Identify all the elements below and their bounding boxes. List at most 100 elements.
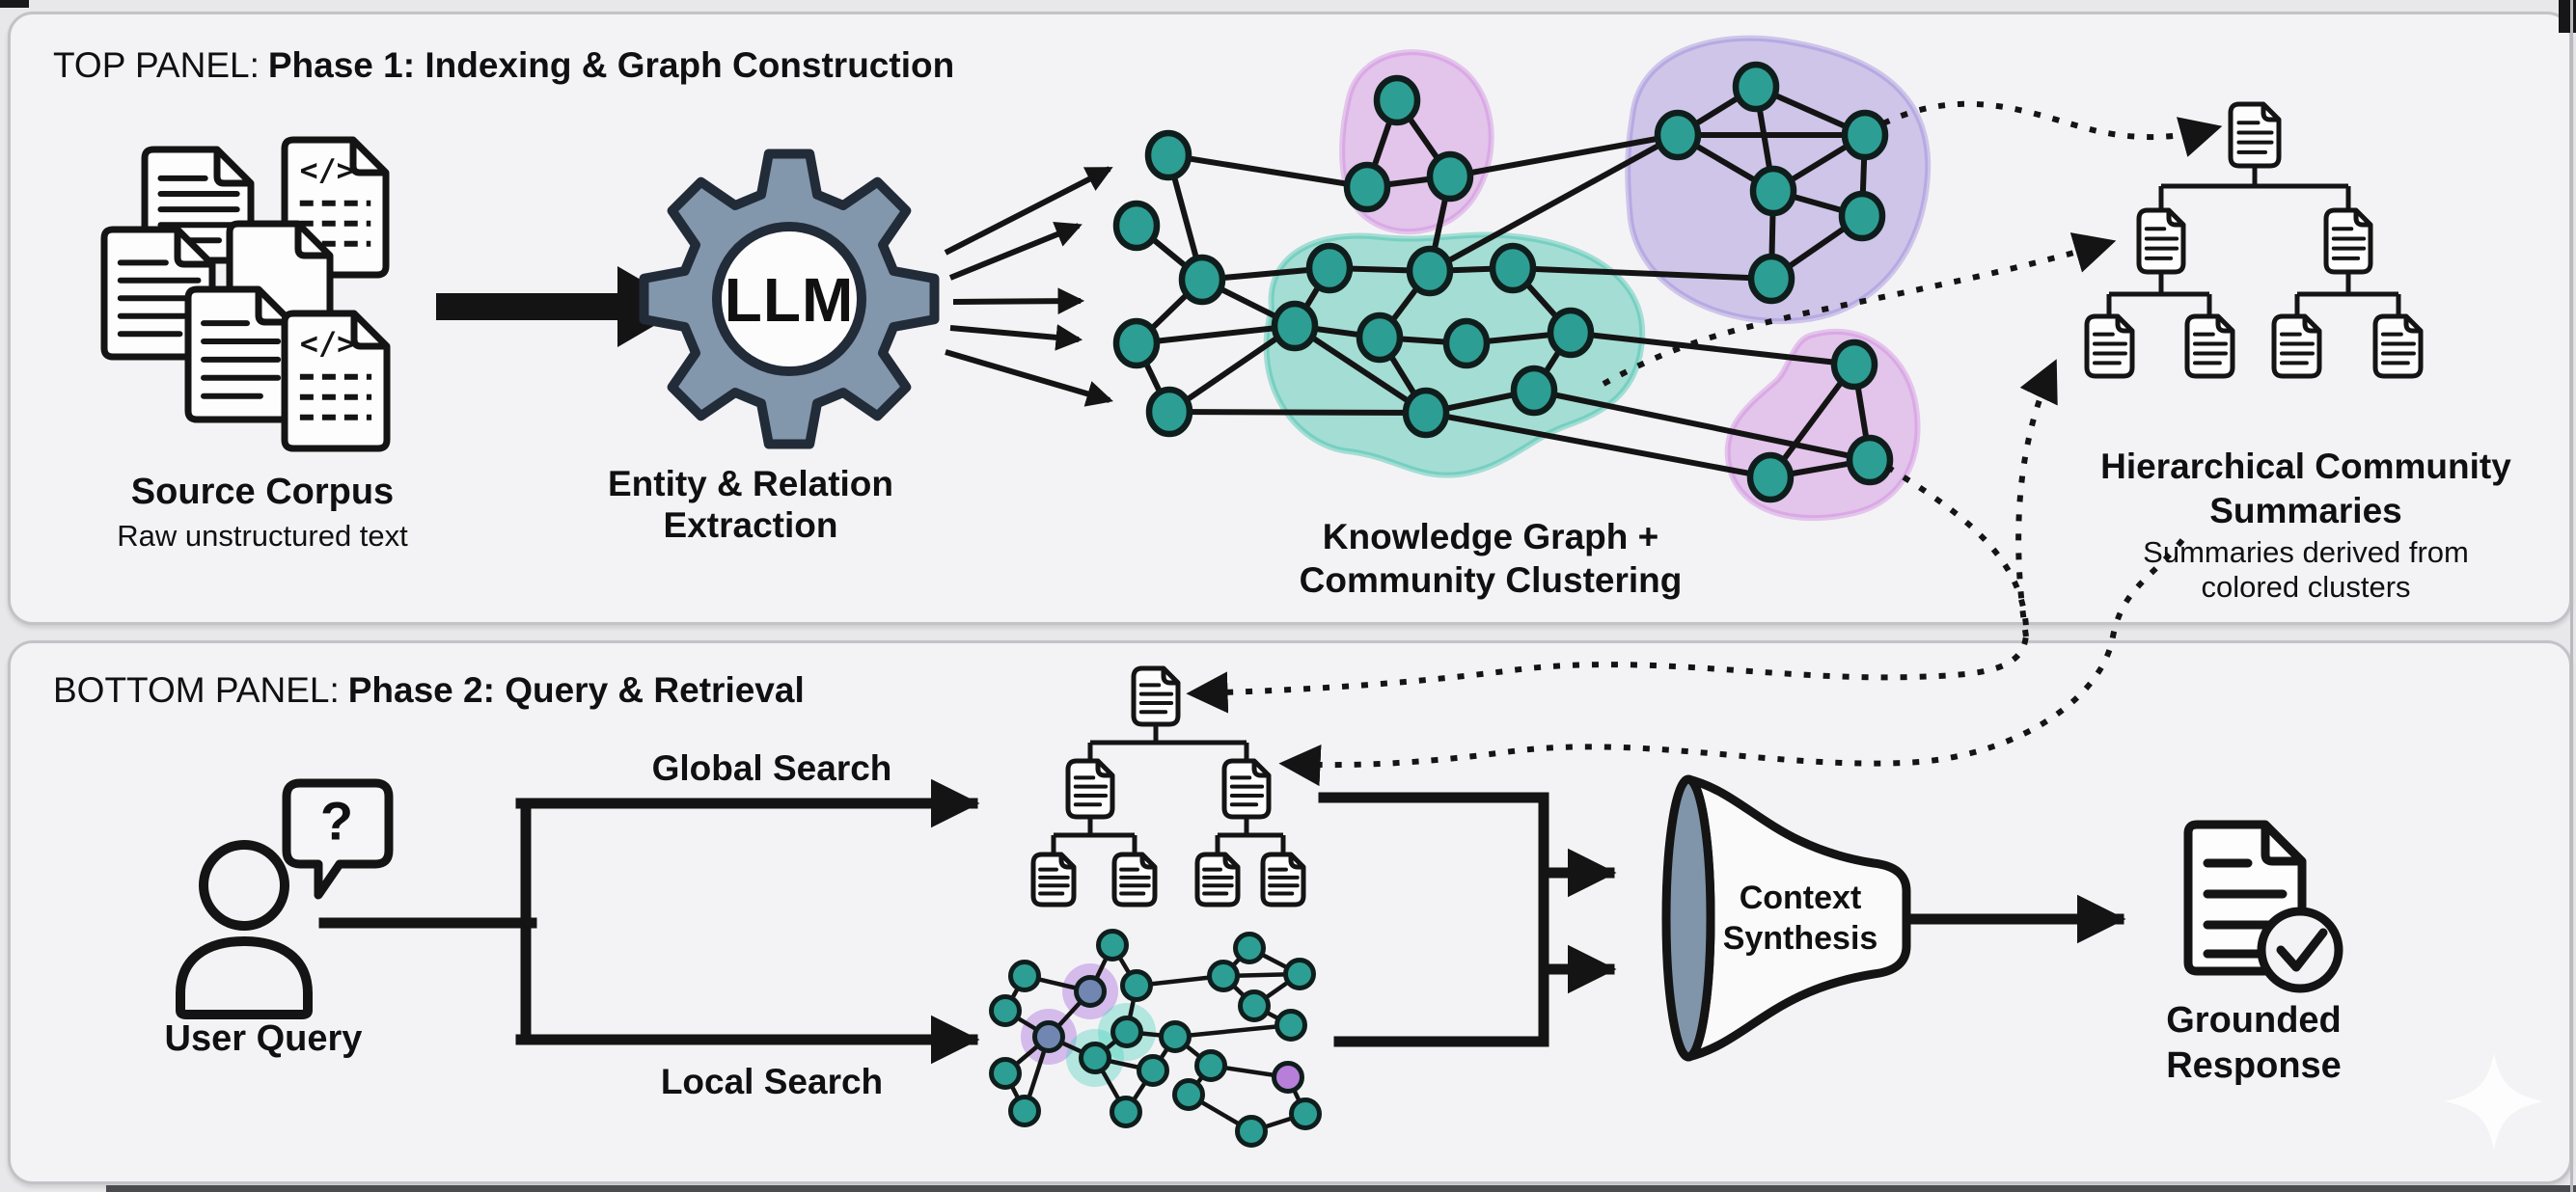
graph-node	[1110, 1016, 1143, 1048]
graph-node	[1137, 1054, 1169, 1087]
hierarchical-summaries-icon	[2084, 101, 2424, 379]
hierarchical-summaries-sub-1: Summaries derived from	[2143, 535, 2469, 569]
document-icon	[1194, 852, 1241, 908]
document-icon	[184, 285, 295, 423]
graph-node	[1008, 960, 1041, 992]
document-icon	[1030, 852, 1077, 908]
right-edge-strip	[2570, 0, 2573, 1192]
graph-node	[1746, 451, 1795, 503]
graph-node	[1207, 960, 1240, 992]
hierarchical-summaries-label-2: Summaries	[2209, 491, 2402, 530]
top-panel-title: TOP PANEL:Phase 1: Indexing & Graph Cons…	[53, 45, 955, 85]
graph-node	[1747, 253, 1795, 305]
graph-node	[1442, 317, 1491, 369]
graph-node	[1145, 386, 1193, 438]
graph-node	[1426, 150, 1474, 203]
question-mark: ?	[319, 790, 354, 852]
graph-node	[1238, 989, 1271, 1022]
document-icon	[2184, 313, 2235, 379]
llm-output-arrows	[944, 166, 1113, 407]
entity-extraction-label-2: Extraction	[663, 505, 838, 545]
graph-node	[1838, 190, 1886, 242]
graph-node	[1732, 61, 1780, 113]
graph-node	[1846, 434, 1894, 486]
graph-node	[1144, 129, 1192, 181]
document-icon	[1221, 758, 1272, 820]
llm-label: LLM	[724, 265, 855, 335]
knowledge-graph-label-1: Knowledge Graph +	[1322, 517, 1659, 556]
graph-node	[1074, 975, 1107, 1008]
document-icon	[2271, 313, 2322, 379]
graph-node	[1654, 109, 1702, 161]
graph-node	[1271, 300, 1319, 352]
dotted-teal-to-mid	[1602, 232, 2117, 387]
sparkle-watermark	[2445, 1053, 2543, 1150]
graph-node	[1172, 1078, 1205, 1111]
knowledge-graph	[1112, 35, 1932, 522]
knowledge-graph-label-2: Community Clustering	[1299, 560, 1683, 600]
graph-node	[1406, 245, 1454, 297]
context-synthesis-funnel-icon	[1661, 774, 1911, 1062]
source-corpus-title: Source Corpus	[130, 472, 395, 512]
document-icon	[2084, 313, 2135, 379]
graph-node	[1489, 242, 1537, 294]
graph-node	[1120, 969, 1153, 1002]
graph-node	[1510, 365, 1558, 417]
graph-node	[1749, 165, 1797, 217]
document-icon	[2136, 207, 2186, 275]
local-search-graph-icon	[989, 929, 1322, 1148]
hierarchical-summaries-sub-2: colored clusters	[2201, 570, 2411, 604]
speech-bubble-icon	[282, 778, 394, 900]
top-left-edge-mark	[0, 0, 29, 8]
grounded-response-icon	[2183, 820, 2343, 993]
bottom-panel-label: BOTTOM PANEL:	[53, 670, 340, 710]
person-icon	[199, 840, 289, 931]
graph-node	[1178, 254, 1226, 306]
grounded-response-label-2: Response	[2166, 1045, 2342, 1086]
graph-node	[1373, 74, 1421, 126]
graph-node	[1283, 958, 1316, 990]
bottom-edge-strip	[106, 1185, 2576, 1192]
graph-node	[1233, 932, 1266, 964]
graph-node	[1110, 1096, 1142, 1128]
graph-node	[1235, 1115, 1268, 1148]
graph-node	[1841, 109, 1889, 161]
dotted-up-to-leaf	[2015, 359, 2058, 637]
graph-node	[989, 994, 1022, 1027]
graph-node	[1096, 929, 1129, 962]
graph-node	[1830, 339, 1878, 391]
document-icon	[2372, 313, 2424, 379]
llm-gear-icon	[639, 149, 940, 449]
document-icon	[2228, 101, 2282, 169]
corpus-to-llm-arrow	[436, 266, 687, 347]
graph-node	[1305, 242, 1354, 294]
graph-node	[1272, 1061, 1304, 1094]
svg-text:</>: </>	[300, 153, 355, 188]
document-icon	[1260, 852, 1306, 908]
dotted-top-to-bottom-mid	[1278, 538, 2185, 787]
graph-node	[1079, 1042, 1111, 1074]
context-synthesis-label-2: Synthesis	[1722, 920, 1878, 957]
bottom-panel	[8, 640, 2572, 1184]
graph-node	[1112, 200, 1161, 252]
document-icon	[1065, 758, 1115, 820]
graph-node	[1159, 1020, 1192, 1053]
document-icon	[2323, 207, 2373, 275]
graph-node	[1274, 1009, 1307, 1042]
graph-node	[1112, 317, 1161, 369]
query-flow-arrows	[318, 778, 2126, 1065]
graph-node	[1547, 307, 1595, 359]
top-right-edge-mark	[2559, 0, 2576, 33]
global-search-tree-icon	[1030, 665, 1306, 908]
dotted-summary-flows	[1186, 100, 2223, 787]
graph-node	[989, 1057, 1022, 1090]
bottom-panel-title: BOTTOM PANEL:Phase 2: Query & Retrieval	[53, 670, 805, 710]
context-synthesis-label-1: Context	[1739, 880, 1862, 916]
source-corpus-subtitle: Raw unstructured text	[117, 519, 408, 553]
user-query-label: User Query	[164, 1018, 363, 1059]
hierarchical-summaries-label-1: Hierarchical Community	[2100, 447, 2511, 486]
local-search-label: Local Search	[660, 1062, 884, 1101]
user-query-icon	[176, 778, 394, 1019]
